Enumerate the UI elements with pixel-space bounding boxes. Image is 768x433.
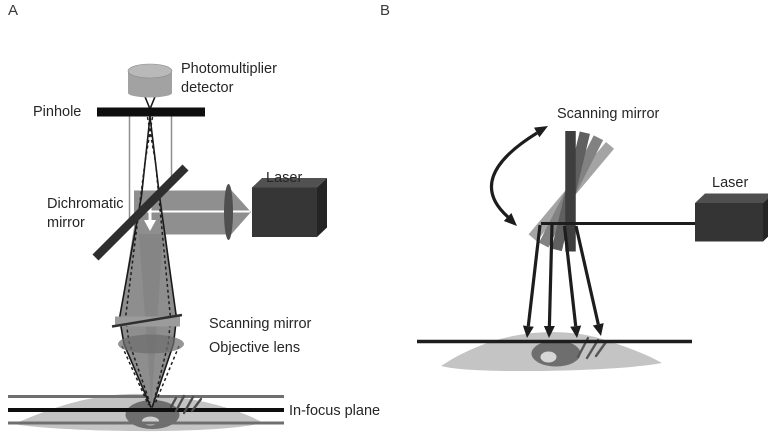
laser-box-b xyxy=(695,193,768,242)
laser-box-a-side xyxy=(317,178,327,237)
scanning-mirror-line-a xyxy=(111,313,183,328)
panel-a: A xyxy=(8,2,380,432)
laser-box-b-front xyxy=(695,203,763,242)
detector-top xyxy=(127,63,173,79)
rotation-arrow xyxy=(490,126,548,226)
pinhole-bar xyxy=(97,107,205,117)
photomultiplier-label-line1: Photomultiplier xyxy=(181,61,277,77)
laser-box-b-top xyxy=(695,193,768,203)
dichromatic-label-line1: Dichromatic xyxy=(47,196,124,212)
laser-label-b: Laser xyxy=(712,175,748,191)
scanned-beam-arrows xyxy=(522,224,604,338)
mirror-position-1 xyxy=(565,131,576,252)
laser-label-a: Laser xyxy=(266,170,302,186)
laser-box-a-front xyxy=(252,187,317,237)
dichromatic-label-line2: mirror xyxy=(47,215,85,231)
panel-b-tag: B xyxy=(380,2,390,19)
out-of-focus-rays xyxy=(121,116,180,406)
collimating-lens xyxy=(224,184,233,240)
objective-lens-label: Objective lens xyxy=(209,340,300,356)
reflected-arrow-head xyxy=(144,220,156,231)
panel-b: B xyxy=(380,2,768,372)
cell-filaments-a xyxy=(169,394,203,415)
scanning-mirror-label-b: Scanning mirror xyxy=(557,106,660,122)
dichroic-mirror xyxy=(92,164,189,261)
in-focus-plane-label: In-focus plane xyxy=(289,403,380,419)
cell-nucleus-b xyxy=(531,340,581,367)
scanning-mirror-fan xyxy=(528,131,615,252)
panel-a-tag: A xyxy=(8,2,18,19)
laser-box-a xyxy=(252,178,327,237)
detector-bottom xyxy=(128,88,172,98)
objective-lens xyxy=(118,334,184,354)
pinhole-label: Pinhole xyxy=(33,104,81,120)
scanning-mirror-label-a: Scanning mirror xyxy=(209,316,312,332)
laser-box-b-side xyxy=(763,198,768,242)
cell-nucleolus-b xyxy=(540,351,557,363)
photomultiplier-label-line2: detector xyxy=(181,80,234,96)
laser-box-a-top xyxy=(252,178,327,188)
photomultiplier-detector xyxy=(127,63,173,98)
